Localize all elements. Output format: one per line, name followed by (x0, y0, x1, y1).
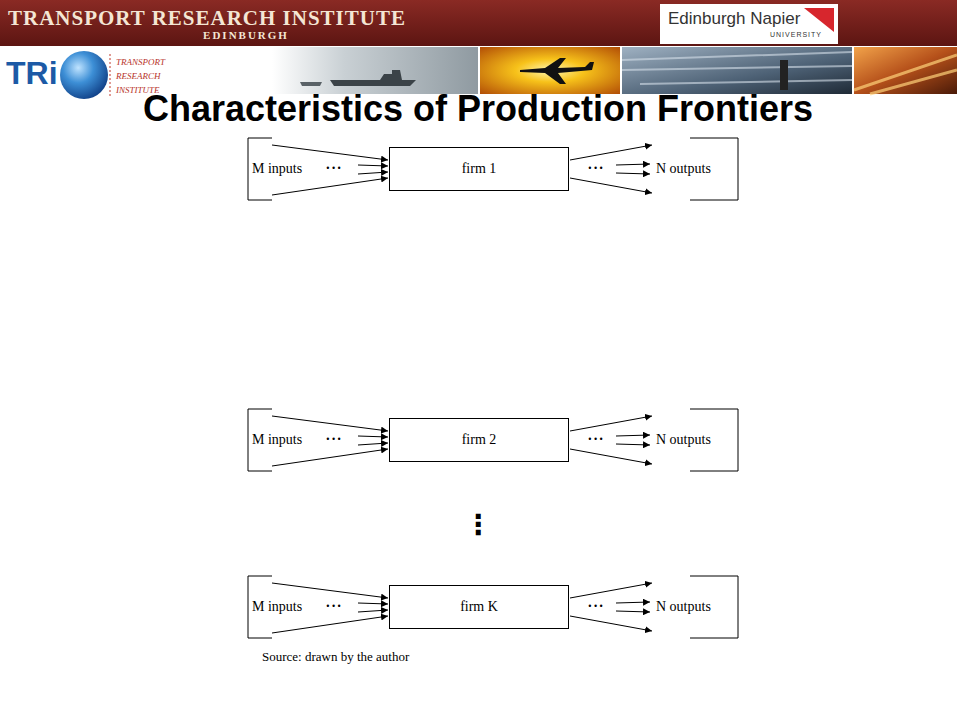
input-label: M inputs (252, 432, 302, 448)
process-box: firm K (389, 585, 569, 629)
process-box: firm 2 (389, 418, 569, 462)
output-label: N outputs (656, 432, 711, 448)
box-label: firm 1 (462, 161, 497, 177)
process-box: firm 1 (389, 147, 569, 191)
university-name: Edinburgh Napier (668, 9, 800, 29)
output-label: N outputs (656, 599, 711, 615)
box-label: firm 2 (462, 432, 497, 448)
logo-flag (804, 8, 834, 32)
university-tag: UNIVERSITY (770, 31, 822, 39)
output-label: N outputs (656, 161, 711, 177)
ellipsis-dots: ••• (325, 435, 342, 444)
ellipsis-dots: ••• (325, 164, 342, 173)
ellipsis-dots: ••• (587, 602, 604, 611)
header-subtitle: EDINBURGH (203, 29, 289, 42)
globe-logo (60, 51, 108, 99)
ellipsis-dots: ••• (587, 435, 604, 444)
input-label: M inputs (252, 161, 302, 177)
logo-rule (110, 54, 111, 98)
logo-panel (660, 4, 838, 44)
slide-title: Characteristics of Production Frontiers (143, 88, 813, 129)
vertical-ellipsis: ⋮ (464, 509, 492, 541)
institute-wordmark: TRANSPORT RESEARCH INSTITUTE (116, 55, 188, 97)
header-title: TRANSPORT RESEARCH INSTITUTE (8, 6, 406, 30)
source-note: Source: drawn by the author (262, 650, 409, 665)
input-output-brackets (248, 138, 738, 638)
input-label: M inputs (252, 599, 302, 615)
ellipsis-dots: ••• (325, 602, 342, 611)
box-label: firm K (460, 599, 498, 615)
institute-logo: TRi (6, 55, 58, 92)
header-band (0, 0, 957, 46)
photo-strip (272, 47, 957, 94)
ellipsis-dots: ••• (587, 164, 604, 173)
